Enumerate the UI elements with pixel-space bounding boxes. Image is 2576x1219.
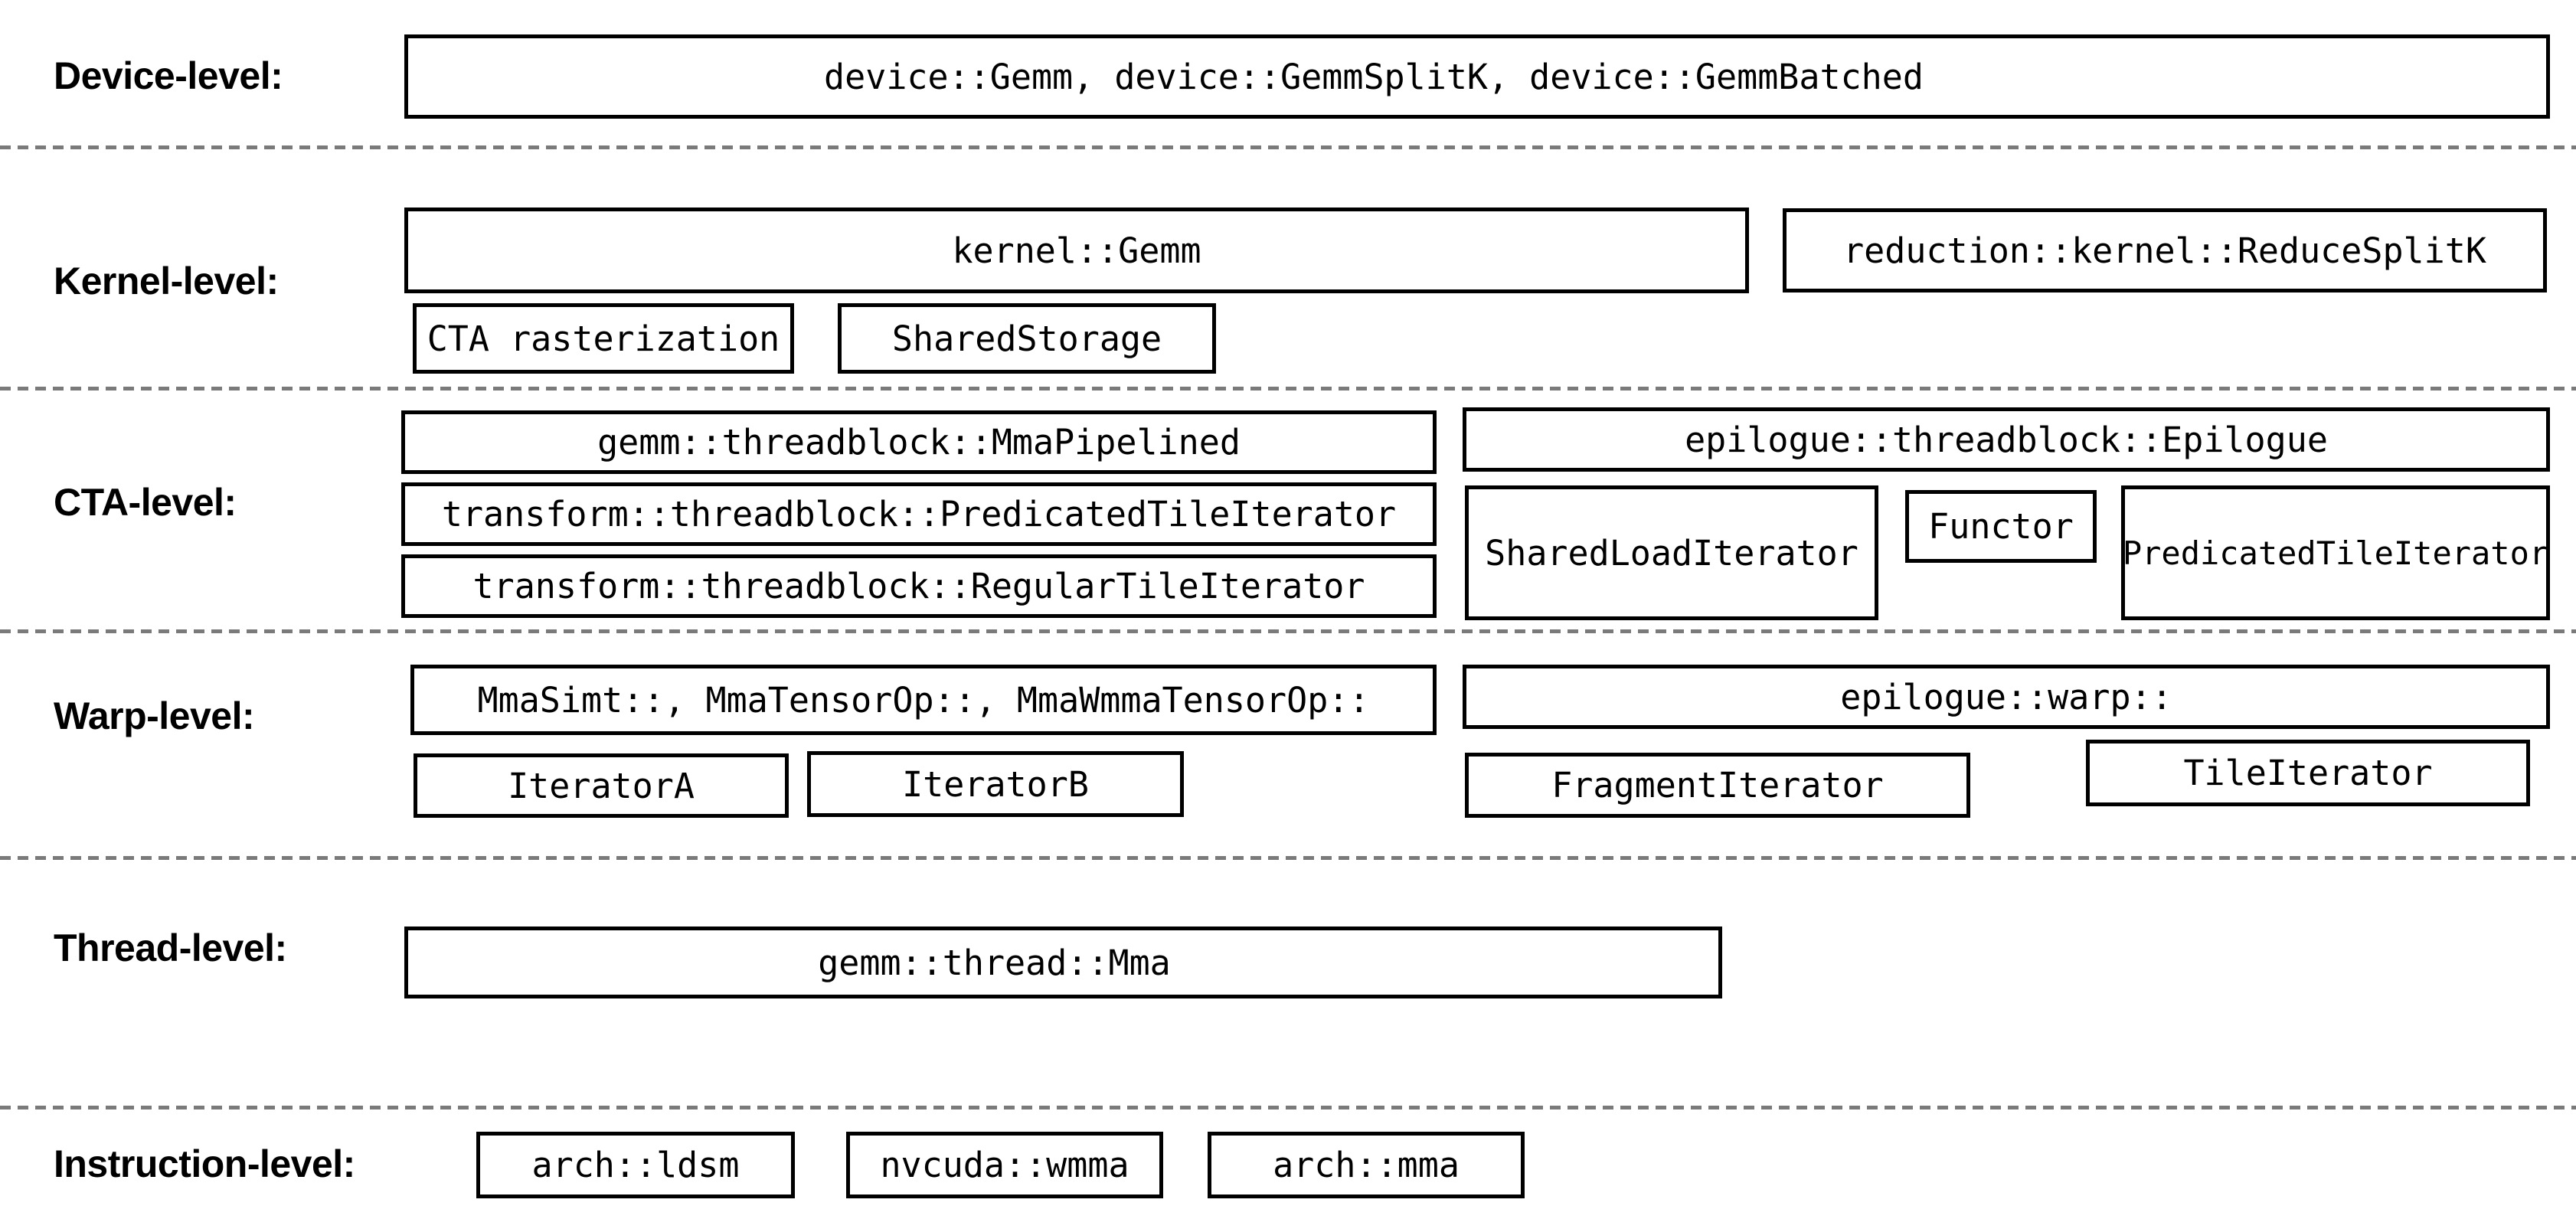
box-shared-load-iterator-label: SharedLoadIterator — [1485, 532, 1858, 574]
box-cta-rasterization: CTA rasterization — [413, 303, 794, 374]
box-shared-storage-label: SharedStorage — [891, 318, 1162, 359]
box-arch-mma-label: arch::mma — [1273, 1145, 1460, 1185]
box-nvcuda-wmma: nvcuda::wmma — [846, 1132, 1163, 1198]
box-functor-label: Functor — [1928, 506, 2074, 547]
row-label-kernel-level: Kernel-level: — [54, 260, 279, 302]
level-divider-kernel-cta — [0, 387, 2576, 391]
level-divider-cta-warp — [0, 629, 2576, 633]
box-arch-ldsm-label: arch::ldsm — [531, 1145, 740, 1185]
box-arch-mma: arch::mma — [1208, 1132, 1525, 1198]
box-tile-iterator: TileIterator — [2086, 740, 2530, 806]
box-thread-mma-label: gemm::thread::Mma — [818, 942, 1171, 983]
box-iterator-a: IteratorA — [414, 753, 789, 818]
box-transform-regular-tile-iterator: transform::threadblock::RegularTileItera… — [401, 554, 1437, 618]
box-iterator-b: IteratorB — [807, 751, 1184, 817]
row-label-instruction-level: Instruction-level: — [54, 1142, 355, 1185]
level-divider-device-kernel — [0, 145, 2576, 149]
box-thread-mma: gemm::thread::Mma — [404, 927, 1722, 998]
box-warp-mma-label: MmaSimt::, MmaTensorOp::, MmaWmmaTensorO… — [477, 679, 1370, 721]
box-transform-predicated-tile-iterator: transform::threadblock::PredicatedTileIt… — [401, 482, 1437, 546]
row-label-device-level: Device-level: — [54, 54, 283, 97]
box-fragment-iterator: FragmentIterator — [1465, 753, 1970, 818]
row-label-warp-level: Warp-level: — [54, 694, 255, 737]
box-device-gemm: device::Gemm, device::GemmSplitK, device… — [404, 34, 2550, 119]
box-tile-iterator-label: TileIterator — [2183, 753, 2433, 793]
box-transform-predicated-tile-iterator-label: transform::threadblock::PredicatedTileIt… — [441, 494, 1397, 534]
box-kernel-gemm: kernel::Gemm — [404, 208, 1749, 293]
box-device-gemm-label: device::Gemm, device::GemmSplitK, device… — [824, 56, 1924, 97]
box-kernel-gemm-label: kernel::Gemm — [952, 230, 1201, 271]
box-epilogue-threadblock: epilogue::threadblock::Epilogue — [1463, 407, 2550, 472]
level-divider-thread-instruction — [0, 1106, 2576, 1110]
box-transform-regular-tile-iterator-label: transform::threadblock::RegularTileItera… — [472, 566, 1365, 606]
box-epilogue-warp-label: epilogue::warp:: — [1840, 676, 2172, 717]
box-epilogue-threadblock-label: epilogue::threadblock::Epilogue — [1685, 419, 2328, 460]
level-divider-warp-thread — [0, 856, 2576, 860]
box-functor: Functor — [1905, 490, 2097, 563]
box-mma-pipelined: gemm::threadblock::MmaPipelined — [401, 410, 1437, 474]
box-epilogue-warp: epilogue::warp:: — [1463, 665, 2550, 729]
box-mma-pipelined-label: gemm::threadblock::MmaPipelined — [597, 422, 1241, 462]
box-fragment-iterator-label: FragmentIterator — [1551, 765, 1884, 806]
box-iterator-a-label: IteratorA — [508, 765, 695, 806]
box-reduce-splitk: reduction::kernel::ReduceSplitK — [1783, 208, 2547, 292]
box-nvcuda-wmma-label: nvcuda::wmma — [880, 1145, 1129, 1185]
row-label-cta-level: CTA-level: — [54, 481, 237, 524]
box-reduce-splitk-label: reduction::kernel::ReduceSplitK — [1843, 230, 2486, 271]
box-epilogue-predicated-tile-iterator-label: PredicatedTileIterator — [2122, 534, 2549, 572]
box-arch-ldsm: arch::ldsm — [476, 1132, 795, 1198]
row-label-thread-level: Thread-level: — [54, 927, 287, 969]
box-shared-load-iterator: SharedLoadIterator — [1465, 485, 1878, 620]
box-epilogue-predicated-tile-iterator: PredicatedTileIterator — [2121, 485, 2550, 620]
box-cta-rasterization-label: CTA rasterization — [427, 318, 780, 359]
box-iterator-b-label: IteratorB — [902, 763, 1089, 805]
box-warp-mma: MmaSimt::, MmaTensorOp::, MmaWmmaTensorO… — [410, 665, 1437, 735]
box-shared-storage: SharedStorage — [838, 303, 1216, 374]
